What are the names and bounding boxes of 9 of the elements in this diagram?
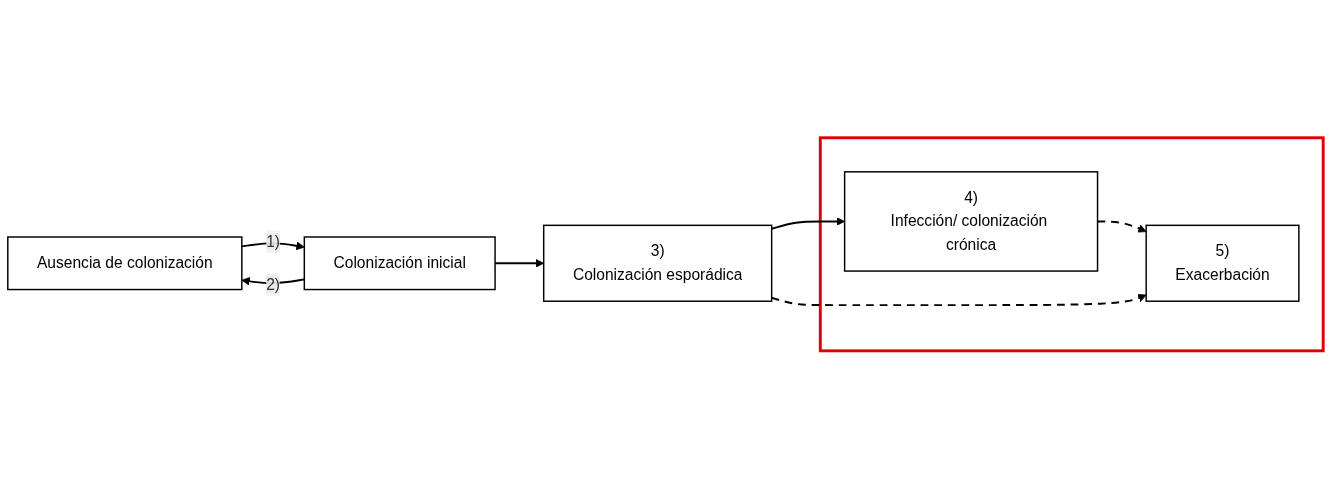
cluster (818, 136, 1325, 352)
node-box: 3) Colonización esporádica (542, 224, 773, 302)
node-box: Colonización inicial (303, 235, 496, 290)
edge-label: 2) (266, 275, 280, 293)
node-box: Ausencia de colonización (7, 235, 243, 290)
edge-label: 1) (266, 232, 281, 250)
node-box: 5) Exacerbación (1145, 224, 1300, 302)
node-box: 4) Infección/ colonización crónica (843, 170, 1099, 272)
arrow (770, 293, 1147, 306)
